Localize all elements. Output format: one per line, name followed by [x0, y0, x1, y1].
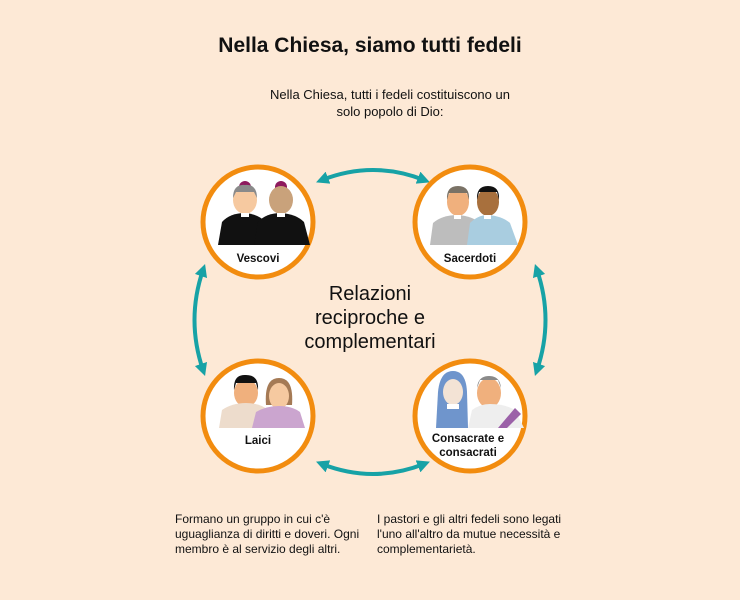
group-consacrati — [412, 358, 528, 474]
consecrated-illustration — [436, 371, 524, 428]
center-text: Relazioni reciproche e complementari — [304, 283, 436, 353]
label-vescovi: Vescovi — [236, 253, 280, 265]
arrow-top — [316, 168, 430, 184]
priests-illustration — [430, 186, 518, 245]
page-title: Nella Chiesa, siamo tutti fedeli — [218, 34, 522, 57]
group-sacerdoti — [412, 164, 528, 280]
laity-illustration — [219, 374, 305, 428]
note-right: I pastori e gli altri fedeli sono legati… — [377, 512, 562, 556]
arrow-right — [532, 263, 548, 377]
note-left: Formano un gruppo in cui c'è uguaglianza… — [175, 512, 360, 556]
subtitle: Nella Chiesa, tutti i fedeli costituisco… — [270, 87, 510, 119]
group-vescovi — [200, 164, 316, 280]
arrow-bottom — [316, 460, 430, 476]
label-laici: Laici — [244, 435, 272, 447]
arrow-left — [192, 263, 208, 377]
group-laici — [200, 358, 316, 474]
label-sacerdoti: Sacerdoti — [443, 253, 497, 265]
label-consacrati: Consacrate e consacrati — [431, 433, 505, 459]
bishops-illustration — [218, 181, 310, 245]
